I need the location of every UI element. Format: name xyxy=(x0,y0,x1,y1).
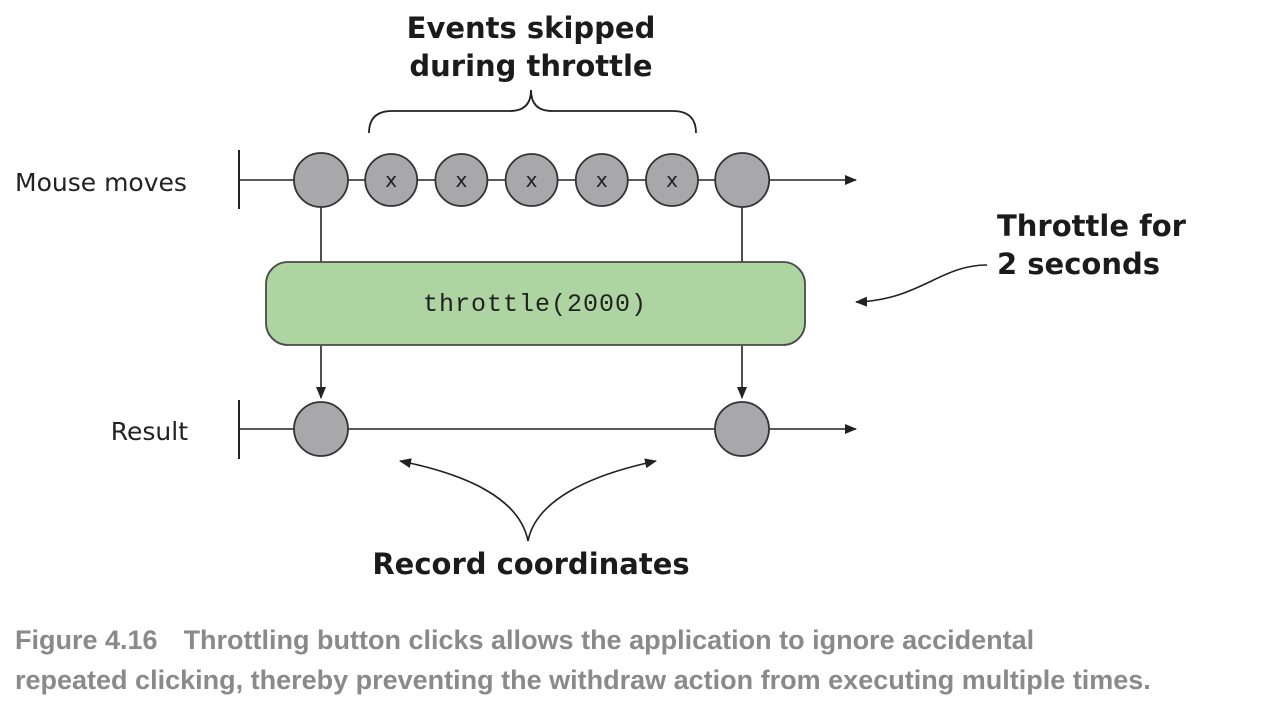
skipped-brace xyxy=(368,89,697,134)
caption-text-line2: repeated clicking, thereby preventing th… xyxy=(15,665,1151,695)
record-arrow-left xyxy=(399,458,529,542)
throttle-annotation-arrow xyxy=(855,264,988,307)
figure-caption: Figure 4.16 Throttling button clicks allo… xyxy=(15,620,1283,700)
record-arrow-right xyxy=(527,458,657,542)
throttle-annotation-line1: Throttle for xyxy=(997,209,1187,243)
figure-number: Figure 4.16 xyxy=(15,625,158,655)
result-row-label: Result xyxy=(111,417,188,446)
skipped-annotation-line1: Events skipped xyxy=(407,11,656,45)
caption-text-line1: Throttling button clicks allows the appl… xyxy=(183,625,1035,655)
source-event-7-emitted xyxy=(714,152,771,208)
source-event-5-skipped xyxy=(574,153,629,207)
throttle-annotation-line2: 2 seconds xyxy=(997,247,1160,281)
record-annotation: Record coordinates xyxy=(372,547,689,581)
source-event-4-skipped xyxy=(504,153,559,207)
skipped-annotation-line2: during throttle xyxy=(409,49,652,83)
source-event-1-emitted xyxy=(293,152,349,208)
skipped-mark-6: x xyxy=(666,168,678,192)
skipped-mark-2: x xyxy=(385,168,397,192)
throttle-operator-box xyxy=(265,261,806,346)
source-row-label: Mouse moves xyxy=(15,168,187,197)
source-event-3-skipped xyxy=(434,153,489,207)
result-event-2 xyxy=(714,401,770,457)
skipped-mark-5: x xyxy=(596,168,608,192)
skipped-mark-3: x xyxy=(455,168,467,192)
source-event-2-skipped xyxy=(364,153,419,207)
throttle-operator-label: throttle(2000) xyxy=(423,290,647,319)
result-event-1 xyxy=(293,401,349,457)
skipped-mark-4: x xyxy=(526,168,538,192)
source-event-6-skipped xyxy=(645,153,699,207)
